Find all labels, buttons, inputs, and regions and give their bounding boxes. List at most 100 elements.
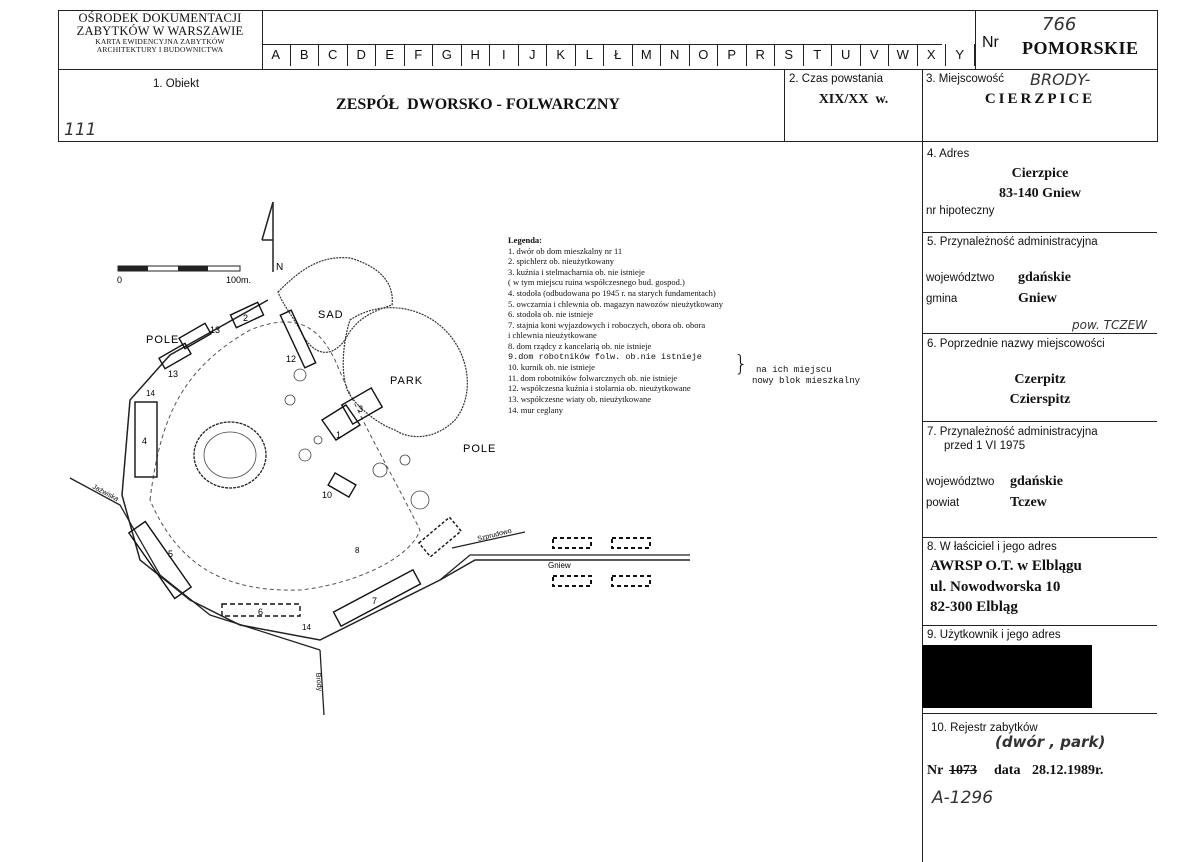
- letter-cell: Y: [946, 44, 975, 66]
- building-13a: [178, 322, 212, 350]
- rejestr-data-label: data: [994, 763, 1021, 778]
- road-label-right: Szprudowo: [477, 528, 513, 543]
- num-10: 10: [322, 490, 332, 500]
- num-14a: 14: [146, 389, 155, 398]
- road-label-left: Jaźwiska: [91, 484, 119, 504]
- letter-cell: J: [519, 44, 547, 66]
- top-border: [58, 10, 1158, 11]
- num-8: 8: [355, 546, 360, 555]
- powiat-value: Tczew: [1010, 495, 1047, 510]
- letter-cell: U: [832, 44, 861, 66]
- gmina-value: Gniew: [1018, 291, 1057, 306]
- label-pole-left: POLE: [146, 334, 179, 346]
- org-line-3: KARTA EWIDENCYJNA ZABYTKÓW: [95, 37, 225, 47]
- letter-cell: K: [547, 44, 576, 66]
- hipoteczny-label: nr hipoteczny: [926, 205, 995, 217]
- legend-item: 5. owczarnia i chlewnia ob. magazyn nawo…: [508, 298, 724, 309]
- poprzednie-line-2: Czierspitz: [1009, 392, 1071, 407]
- letter-cell: D: [348, 44, 376, 66]
- building-5: [127, 520, 193, 600]
- divider-9: [922, 625, 1157, 626]
- przed-label-2: przed 1 VI 1975: [944, 440, 1026, 452]
- uzytkownik-label: 9. Użytkownik i jego adres: [927, 629, 1061, 641]
- letter-cell: B: [291, 44, 319, 66]
- scale-start: 0: [117, 275, 122, 285]
- wojewodztwo2-value: gdańskie: [1010, 474, 1063, 489]
- num-14b: 14: [302, 623, 311, 632]
- legend-item: 2. spichlerz ob. nieużytkowany: [508, 256, 614, 267]
- road-left: [69, 477, 321, 651]
- legend-brace: }: [734, 352, 748, 377]
- new-block-2: [611, 537, 651, 549]
- przynaleznosc-label: 5. Przynależność administracyjna: [927, 236, 1098, 248]
- letter-cell: L: [576, 44, 604, 66]
- nr-handwritten: 766: [1042, 14, 1077, 35]
- rejestr-nr-value: 1073: [949, 763, 977, 778]
- divider-7: [922, 421, 1157, 422]
- org-header: OŚRODEK DOKUMENTACJI ZABYTKÓW W WARSZAWI…: [60, 11, 260, 55]
- road-label-gniew: Gniew: [548, 561, 571, 570]
- letter-cell: C: [319, 44, 348, 66]
- letter-cell: M: [633, 44, 661, 66]
- north-label: N: [276, 262, 283, 273]
- legend-item: 4. stodoła (odbudowana po 1945 r. na sta…: [508, 287, 716, 298]
- building-4: [134, 401, 158, 478]
- legend-item: 10. kurnik ob. nie istnieje: [508, 362, 595, 373]
- czas-label: 2. Czas powstania: [789, 73, 883, 85]
- tree-icons: [284, 368, 430, 510]
- divider-8: [922, 537, 1157, 538]
- powiat-label: powiat: [926, 497, 960, 509]
- num-5: 5: [168, 549, 173, 559]
- letter-cell: H: [462, 44, 490, 66]
- right-border: [1157, 10, 1158, 142]
- road-bottom: [319, 649, 325, 716]
- adres-line-1: Cierzpice: [1011, 166, 1069, 181]
- letter-cell: P: [718, 44, 747, 66]
- letters-top-border: [262, 44, 942, 45]
- building-12: [279, 309, 317, 369]
- legend-item: 1. dwór ob dom mieszkalny nr 11: [508, 245, 623, 256]
- rejestr-data-value: 28.12.1989r.: [1032, 763, 1104, 778]
- nr-label: Nr: [982, 34, 999, 51]
- building-10: [327, 471, 357, 499]
- letter-cell: R: [747, 44, 775, 66]
- letter-cell: F: [405, 44, 433, 66]
- letter-cell: O: [690, 44, 718, 66]
- wlasciciel-line-2: ul. Nowodworska 10: [930, 579, 1061, 595]
- legend-item: ( w tym miejscu ruina współczesnego bud.…: [508, 277, 685, 288]
- new-block-3: [552, 575, 592, 587]
- obiekt-value: ZESPÓŁ DWORSKO - FOLWARCZNY: [336, 96, 620, 113]
- poprzednie-line-1: Czerpitz: [1014, 372, 1066, 387]
- scale-bar-icon: [117, 265, 241, 272]
- legend-item: i chlewnia nieużytkowane: [508, 330, 597, 341]
- new-block-1: [552, 537, 592, 549]
- divider-5: [922, 232, 1157, 233]
- right-column-divider: [922, 69, 923, 862]
- rejestr-new-handwritten: A-1296: [932, 788, 994, 808]
- legend-item: 14. mur ceglany: [508, 404, 563, 415]
- legend-item: 3. kuźnia i stelmacharnia ob. nie istnie…: [508, 266, 645, 277]
- rejestr-nr-label: Nr: [927, 763, 944, 778]
- pond-inner: [203, 431, 257, 479]
- legend-item: 11. dom robotników folwarcznych ob. nie …: [508, 372, 678, 383]
- legend-item: 13. współczesne wiaty ob. nieużytkowane: [508, 393, 652, 404]
- row2-bottom-border: [58, 141, 1158, 142]
- label-pole-right: POLE: [463, 443, 496, 455]
- map-legend: Legenda: 1. dwór ob dom mieszkalny nr 11…: [508, 235, 723, 415]
- org-line-4: ARCHITEKTURY I BUDOWNICTWA: [96, 45, 224, 55]
- left-border: [58, 10, 59, 142]
- poprzednie-label: 6. Poprzednie nazwy miejscowości: [927, 338, 1105, 350]
- road-right-2: [451, 531, 526, 549]
- building-2: [229, 301, 265, 329]
- letter-cell: Ł: [604, 44, 633, 66]
- handwritten-number: 111: [64, 120, 97, 140]
- czas-divider: [784, 69, 785, 142]
- num-1: 1: [336, 430, 341, 440]
- letter-cell: N: [661, 44, 690, 66]
- num-4: 4: [142, 436, 147, 446]
- wojewodztwo-value: gdańskie: [1018, 270, 1071, 285]
- road-right: [439, 554, 690, 581]
- letter-cell: I: [490, 44, 519, 66]
- letter-cell: W: [889, 44, 918, 66]
